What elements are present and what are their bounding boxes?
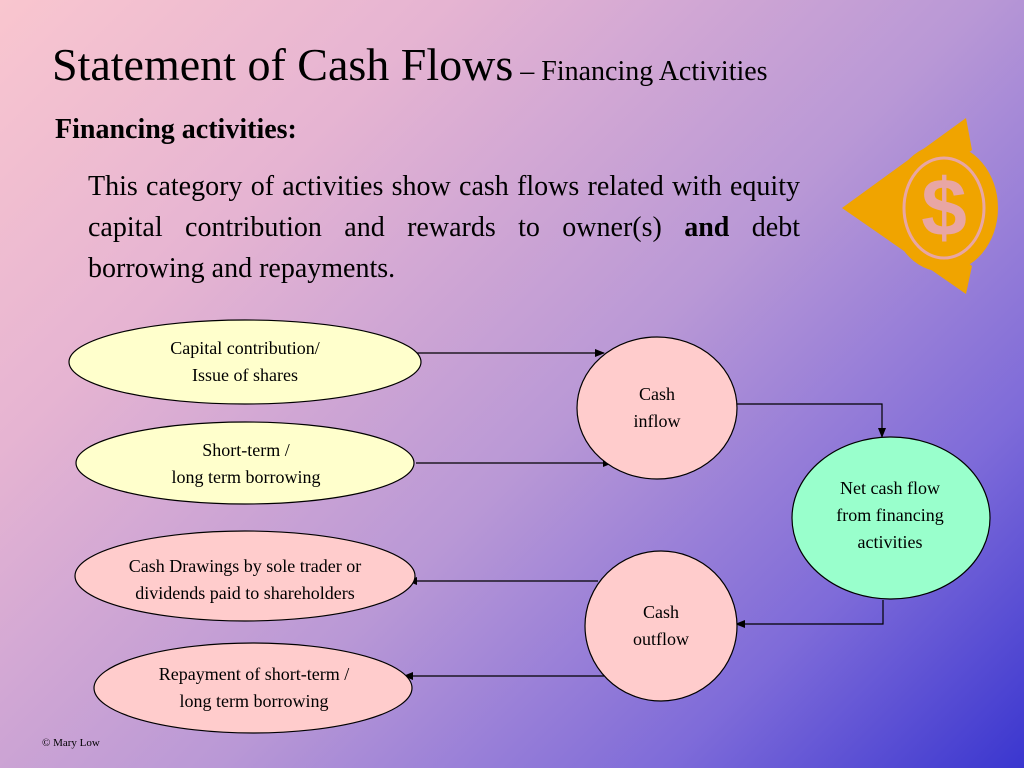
description-text-bold: and: [684, 212, 730, 243]
arrow-inflow-to-net: [736, 403, 886, 438]
node-cash-drawings: [74, 530, 416, 622]
label-net-cash-flow: Net cash flow from financing activities: [798, 470, 982, 560]
label-line: Short-term /: [202, 440, 290, 460]
label-line: dividends paid to shareholders: [135, 583, 355, 603]
label-line: Cash: [643, 602, 679, 622]
node-repayment: [93, 642, 413, 734]
label-line: Issue of shares: [192, 365, 298, 385]
label-cash-drawings: Cash Drawings by sole trader or dividends…: [76, 540, 414, 620]
label-line: outflow: [633, 629, 689, 649]
description-text-end: debt borrowing and repayments.: [88, 212, 800, 284]
label-line: Repayment of short-term /: [158, 664, 350, 684]
label-line: Cash: [639, 384, 675, 404]
label-line: Capital contribution/: [170, 338, 320, 358]
description-text: This category of activities show cash fl…: [88, 166, 800, 289]
label-repayment: Repayment of short-term / long term borro…: [96, 648, 412, 728]
logo-glyph: $: [921, 163, 967, 254]
description-text-start: This category of activities show cash fl…: [88, 171, 800, 243]
section-heading: Financing activities:: [55, 114, 297, 145]
title-main: Statement of Cash Flows: [52, 39, 514, 90]
label-line: Cash Drawings by sole trader or: [128, 556, 362, 576]
node-short-long-borrowing: [75, 421, 415, 505]
node-cash-outflow: [584, 550, 738, 702]
slide-title: Statement of Cash Flows – Financing Acti…: [52, 42, 768, 88]
label-line: inflow: [633, 411, 681, 431]
label-cash-inflow: Cash inflow: [592, 368, 722, 448]
copyright-notice: © Mary Low: [42, 737, 100, 749]
label-line: from financing: [836, 504, 944, 525]
label-capital-contribution: Capital contribution/Issue of shares: [70, 322, 420, 402]
label-cash-outflow: Cash outflow: [596, 586, 726, 666]
label-line: long term borrowing: [171, 467, 321, 487]
node-cash-inflow: [576, 336, 738, 480]
label-line: Net cash flow: [840, 477, 940, 498]
label-line: activities: [857, 531, 923, 552]
dollar-sign-icon: $: [842, 118, 998, 294]
title-sub: – Financing Activities: [513, 56, 768, 87]
label-line: long term borrowing: [179, 691, 329, 711]
node-capital-contribution: [68, 319, 422, 405]
label-short-long-borrowing: Short-term / long term borrowing: [78, 424, 414, 504]
arrow-net-to-outflow: [735, 600, 884, 628]
node-net-cash-flow: [791, 436, 991, 600]
